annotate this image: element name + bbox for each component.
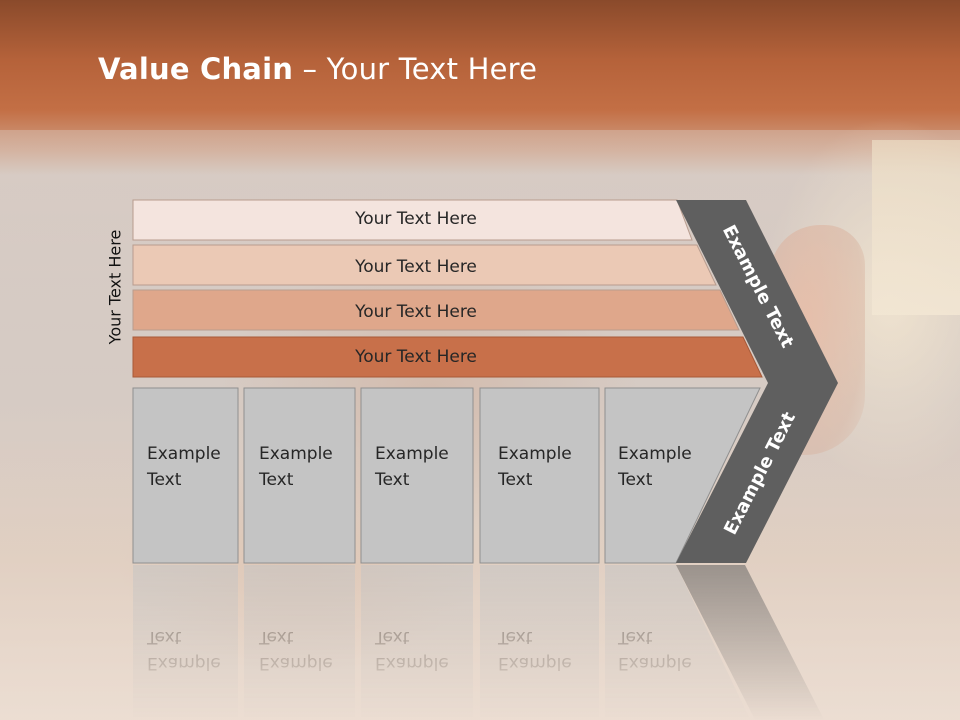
- reflection-box-1-text: Example: [147, 653, 221, 673]
- bar-3: [132, 289, 740, 331]
- bar-row-2: Your Text Here: [132, 244, 717, 286]
- reflection-box-5-text: Example: [618, 653, 692, 673]
- box-1: [132, 387, 239, 564]
- bar-2: [132, 244, 717, 286]
- reflection-box-3: [361, 565, 473, 720]
- reflection-box-2-text: Example: [259, 653, 333, 673]
- box-1-line1: Example: [147, 444, 221, 464]
- box-4: [479, 387, 600, 564]
- reflection-box-4: [480, 565, 599, 720]
- background-window-light: [872, 140, 960, 315]
- bar-4: [132, 336, 763, 378]
- slide-title-bold: Value Chain: [98, 52, 294, 86]
- box-4-line1: Example: [498, 444, 572, 464]
- reflection-box-4-text: Example: [498, 653, 572, 673]
- bar-row-3: Your Text Here: [132, 289, 740, 331]
- reflection-box-2-text: Text: [258, 627, 294, 647]
- reflection-box-4-text: Text: [497, 627, 533, 647]
- reflection-box-5-text: Text: [617, 627, 653, 647]
- box-3-line1: Example: [375, 444, 449, 464]
- bar-2-label: Your Text Here: [354, 257, 477, 277]
- box-5-line1: Example: [618, 444, 692, 464]
- reflection-box-1-text: Text: [146, 627, 182, 647]
- chevron-lower-arm: [676, 383, 838, 563]
- bar-1-label: Your Text Here: [354, 209, 477, 229]
- bar-1: [132, 199, 693, 241]
- box-4-line2: Text: [497, 470, 533, 490]
- bar-3-label: Your Text Here: [354, 302, 477, 322]
- box-2-line2: Text: [258, 470, 294, 490]
- reflection-box-1: [133, 565, 238, 720]
- box-3-line2: Text: [374, 470, 410, 490]
- slide-title: Value Chain – Your Text Here: [98, 52, 537, 86]
- chevron: Example Text Example Text: [676, 200, 838, 563]
- box-5-line2: Text: [617, 470, 653, 490]
- box-2: [243, 387, 356, 564]
- box-3: [360, 387, 474, 564]
- chevron-upper-arm: [676, 200, 838, 383]
- box-2-line1: Example: [259, 444, 333, 464]
- reflection-box-3-text: Text: [374, 627, 410, 647]
- box-row: Example Text Example Text Example Text E…: [132, 387, 761, 564]
- bar-row-1: Your Text Here: [132, 199, 693, 241]
- reflection-box-2: [244, 565, 355, 720]
- bar-row-4: Your Text Here: [132, 336, 763, 378]
- bar-4-label: Your Text Here: [354, 347, 477, 367]
- box-1-line2: Text: [146, 470, 182, 490]
- reflection-box-3-text: Example: [375, 653, 449, 673]
- reflection-box-5: [605, 565, 751, 720]
- slide-title-regular: – Your Text Here: [293, 52, 538, 86]
